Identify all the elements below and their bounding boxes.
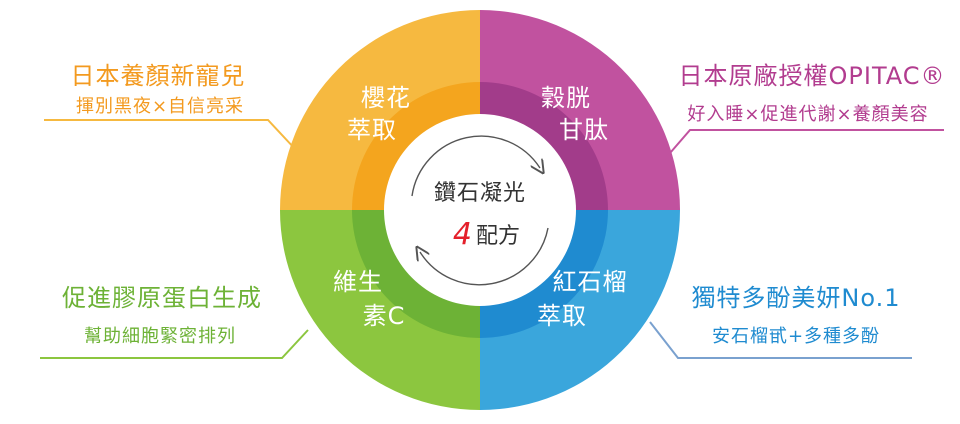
quadrant-label-top-left-1: 櫻花 <box>361 84 411 112</box>
callout-subtitle-top-left: 揮別黑夜×自信亮采 <box>76 96 244 117</box>
quadrant-label-bottom-right-1: 紅石榴 <box>553 268 628 296</box>
quadrant-label-top-left-2: 萃取 <box>347 116 397 144</box>
cycle-arrow-bottom <box>420 227 549 286</box>
quadrant-label-bottom-left-1: 維生 <box>333 268 383 296</box>
cycle-arrow-top <box>411 135 540 197</box>
quadrant-label-top-right-2: 甘肽 <box>559 116 609 144</box>
connector-top-right <box>663 129 944 161</box>
quadrant-top-right <box>480 10 680 210</box>
callout-subtitle-bottom-left: 幫助細胞緊密排列 <box>84 326 236 347</box>
connector-top-left <box>44 119 297 151</box>
connector-bottom-right <box>649 321 912 359</box>
center-disc <box>384 114 576 306</box>
callout-title-bottom-left: 促進膠原蛋白生成 <box>62 284 262 312</box>
quadrant-bottom-left <box>280 210 480 410</box>
quadrant-bottom-right <box>480 210 680 410</box>
quadrant-label-top-right-1: 穀胱 <box>541 84 591 112</box>
callout-title-top-right: 日本原廠授權OPITAC® <box>679 62 946 90</box>
callout-subtitle-top-right: 好入睡×促進代謝×養顏美容 <box>687 104 928 125</box>
callout-title-top-left: 日本養顏新寵兒 <box>71 62 246 90</box>
quadrant-top-left <box>280 10 480 210</box>
callout-subtitle-bottom-right: 安石榴甙+多種多酚 <box>712 326 880 347</box>
quadrant-label-bottom-right-2: 萃取 <box>537 302 587 330</box>
connector-bottom-left <box>40 329 309 359</box>
quadrant-label-bottom-left-2: 素C <box>363 302 406 330</box>
callout-title-bottom-right: 獨特多酚美妍No.1 <box>691 284 900 312</box>
center-number: 4 <box>453 217 472 252</box>
center-title: 鑽石凝光 <box>434 181 526 206</box>
center-word: 配方 <box>476 224 520 249</box>
